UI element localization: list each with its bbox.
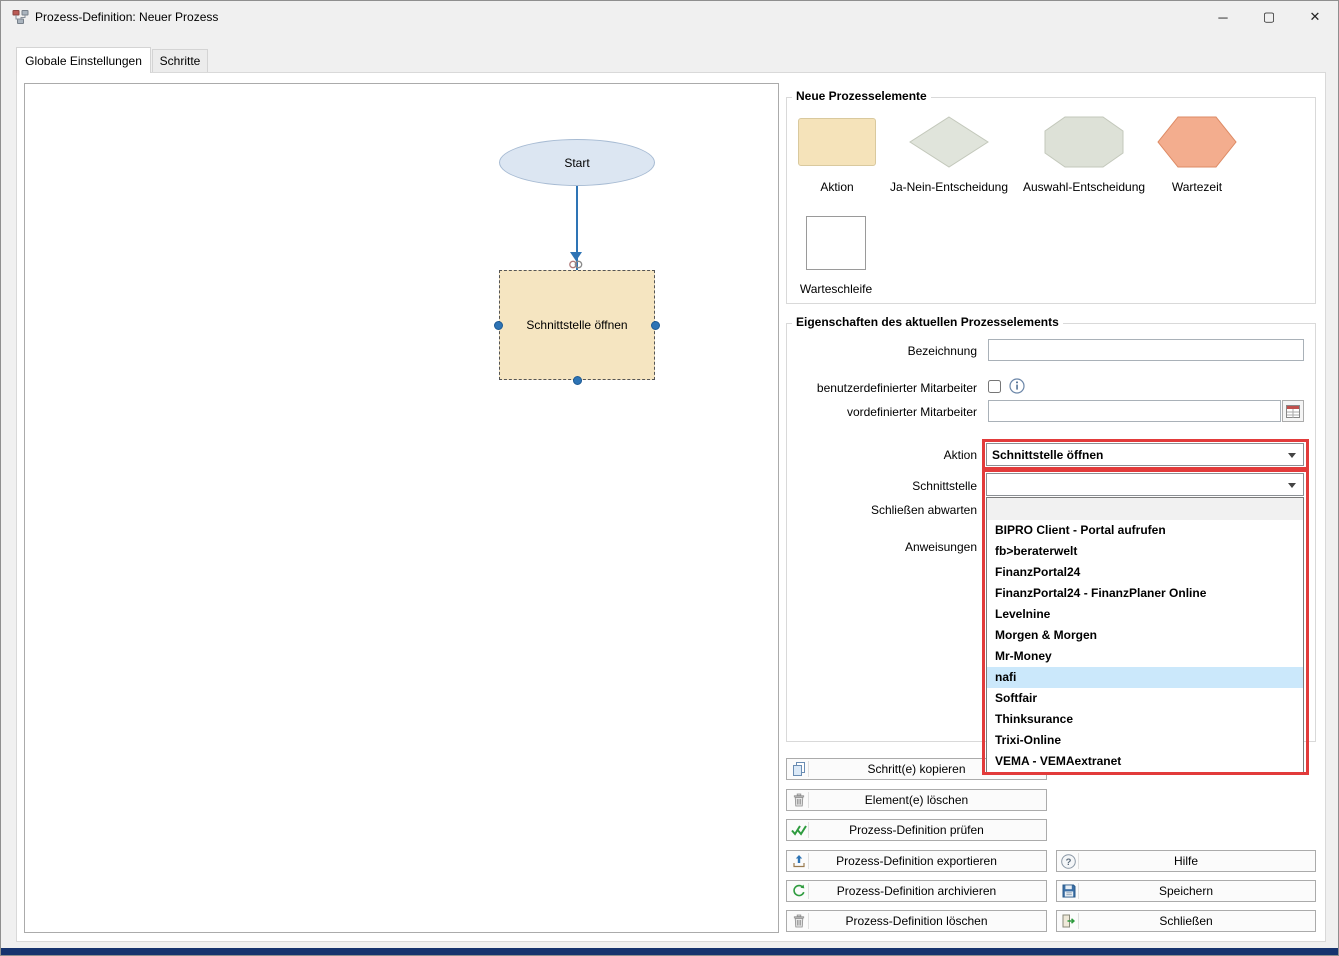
palette-item-ja-nein-entscheidung[interactable]: Ja-Nein-Entscheidung — [889, 116, 1009, 194]
process-node-label: Schnittstelle öffnen — [526, 318, 627, 332]
bezeichnung-input[interactable] — [988, 339, 1304, 361]
maximize-button[interactable]: ▢ — [1246, 1, 1292, 33]
aktion-combobox-value: Schnittstelle öffnen — [992, 448, 1103, 462]
palette-item-auswahl-entscheidung[interactable]: Auswahl-Entscheidung — [1024, 116, 1144, 194]
dropdown-option[interactable]: fb>beraterwelt — [987, 541, 1303, 562]
tab-label: Globale Einstellungen — [25, 54, 142, 68]
vordefinierter-mitarbeiter-input[interactable] — [988, 400, 1281, 422]
palette-item-label: Wartezeit — [1172, 180, 1222, 194]
palette-group-title: Neue Prozesselemente — [792, 89, 931, 103]
button-label: Prozess-Definition archivieren — [787, 884, 1046, 898]
schliessen-button[interactable]: Schließen — [1056, 910, 1316, 932]
app-icon — [12, 9, 29, 25]
palette-item-warteschleife[interactable]: Warteschleife — [776, 216, 896, 296]
speichern-button[interactable]: Speichern — [1056, 880, 1316, 902]
button-label: Hilfe — [1057, 854, 1315, 868]
button-label: Prozess-Definition prüfen — [787, 823, 1046, 837]
window-title: Prozess-Definition: Neuer Prozess — [35, 10, 218, 24]
prozess-definition-pruefen-button[interactable]: Prozess-Definition prüfen — [786, 819, 1047, 841]
vordefinierter-mitarbeiter-label: vordefinierter Mitarbeiter — [847, 405, 977, 419]
chevron-down-icon — [1288, 483, 1296, 488]
palette-item-label: Auswahl-Entscheidung — [1023, 180, 1145, 194]
table-picker-icon — [1286, 405, 1300, 418]
minimize-button[interactable]: ─ — [1200, 1, 1246, 33]
taskbar-strip — [1, 948, 1338, 956]
schliessen-abwarten-label: Schließen abwarten — [871, 503, 977, 517]
palette-item-wartezeit[interactable]: Wartezeit — [1137, 116, 1257, 194]
dropdown-option[interactable]: Thinksurance — [987, 709, 1303, 730]
dropdown-option[interactable]: Morgen & Morgen — [987, 625, 1303, 646]
dropdown-option[interactable]: VEMA - VEMAextranet — [987, 751, 1303, 772]
wait-hexagon-icon — [1157, 116, 1237, 168]
aktion-label: Aktion — [944, 448, 977, 462]
node-handle-right[interactable] — [651, 321, 660, 330]
properties-group-title: Eigenschaften des aktuellen Prozesseleme… — [792, 315, 1063, 329]
schnittstelle-label: Schnittstelle — [912, 479, 977, 493]
prozess-definition-exportieren-button[interactable]: Prozess-Definition exportieren — [786, 850, 1047, 872]
elemente-loeschen-button[interactable]: Element(e) löschen — [786, 789, 1047, 811]
schnittstelle-combobox[interactable] — [986, 473, 1304, 496]
schnittstelle-dropdown-list: BIPRO Client - Portal aufrufen fb>berate… — [986, 497, 1304, 773]
node-handle-bottom[interactable] — [573, 376, 582, 385]
prozess-definition-loeschen-button[interactable]: Prozess-Definition löschen — [786, 910, 1047, 932]
benutzerdefinierter-mitarbeiter-label: benutzerdefinierter Mitarbeiter — [817, 381, 977, 395]
dropdown-option[interactable]: FinanzPortal24 - FinanzPlaner Online — [987, 583, 1303, 604]
button-label: Element(e) löschen — [787, 793, 1046, 807]
close-button[interactable]: ✕ — [1292, 1, 1338, 33]
dropdown-option[interactable]: FinanzPortal24 — [987, 562, 1303, 583]
prozess-definition-archivieren-button[interactable]: Prozess-Definition archivieren — [786, 880, 1047, 902]
chevron-down-icon — [1288, 453, 1296, 458]
dropdown-option[interactable]: Softfair — [987, 688, 1303, 709]
mitarbeiter-picker-button[interactable] — [1282, 400, 1304, 422]
action-shape-icon — [798, 118, 876, 166]
tab-globale-einstellungen[interactable]: Globale Einstellungen — [16, 47, 151, 73]
benutzerdefinierter-mitarbeiter-checkbox[interactable] — [988, 380, 1001, 393]
dropdown-option[interactable]: BIPRO Client - Portal aufrufen — [987, 520, 1303, 541]
button-label: Speichern — [1057, 884, 1315, 898]
start-node[interactable]: Start — [499, 139, 655, 186]
info-icon[interactable] — [1009, 378, 1025, 394]
aktion-combobox[interactable]: Schnittstelle öffnen — [986, 443, 1304, 466]
palette-item-label: Warteschleife — [800, 282, 872, 296]
dropdown-option-empty[interactable] — [987, 498, 1303, 520]
dropdown-option[interactable]: Trixi-Online — [987, 730, 1303, 751]
loop-rect-icon — [806, 216, 866, 270]
tab-label: Schritte — [160, 54, 201, 68]
dropdown-option[interactable]: Mr-Money — [987, 646, 1303, 667]
title-bar: Prozess-Definition: Neuer Prozess ─ ▢ ✕ — [1, 1, 1338, 33]
palette-item-label: Aktion — [820, 180, 853, 194]
selected-process-node[interactable]: Schnittstelle öffnen — [499, 270, 655, 380]
button-label: Prozess-Definition löschen — [787, 914, 1046, 928]
tab-schritte[interactable]: Schritte — [152, 49, 208, 72]
anweisungen-label: Anweisungen — [905, 540, 977, 554]
node-handle-left[interactable] — [494, 321, 503, 330]
palette-item-label: Ja-Nein-Entscheidung — [890, 180, 1008, 194]
button-label: Schließen — [1057, 914, 1315, 928]
link-icon — [568, 260, 584, 269]
flow-canvas[interactable]: Start Schnittstelle öffnen — [24, 83, 779, 933]
choice-octagon-icon — [1044, 116, 1124, 168]
button-label: Prozess-Definition exportieren — [787, 854, 1046, 868]
dropdown-option[interactable]: Levelnine — [987, 604, 1303, 625]
palette-item-aktion[interactable]: Aktion — [777, 116, 897, 194]
bezeichnung-label: Bezeichnung — [908, 344, 977, 358]
decision-diamond-icon — [909, 116, 989, 168]
start-node-label: Start — [564, 156, 589, 170]
dropdown-option[interactable]: nafi — [987, 667, 1303, 688]
hilfe-button[interactable]: ? Hilfe — [1056, 850, 1316, 872]
